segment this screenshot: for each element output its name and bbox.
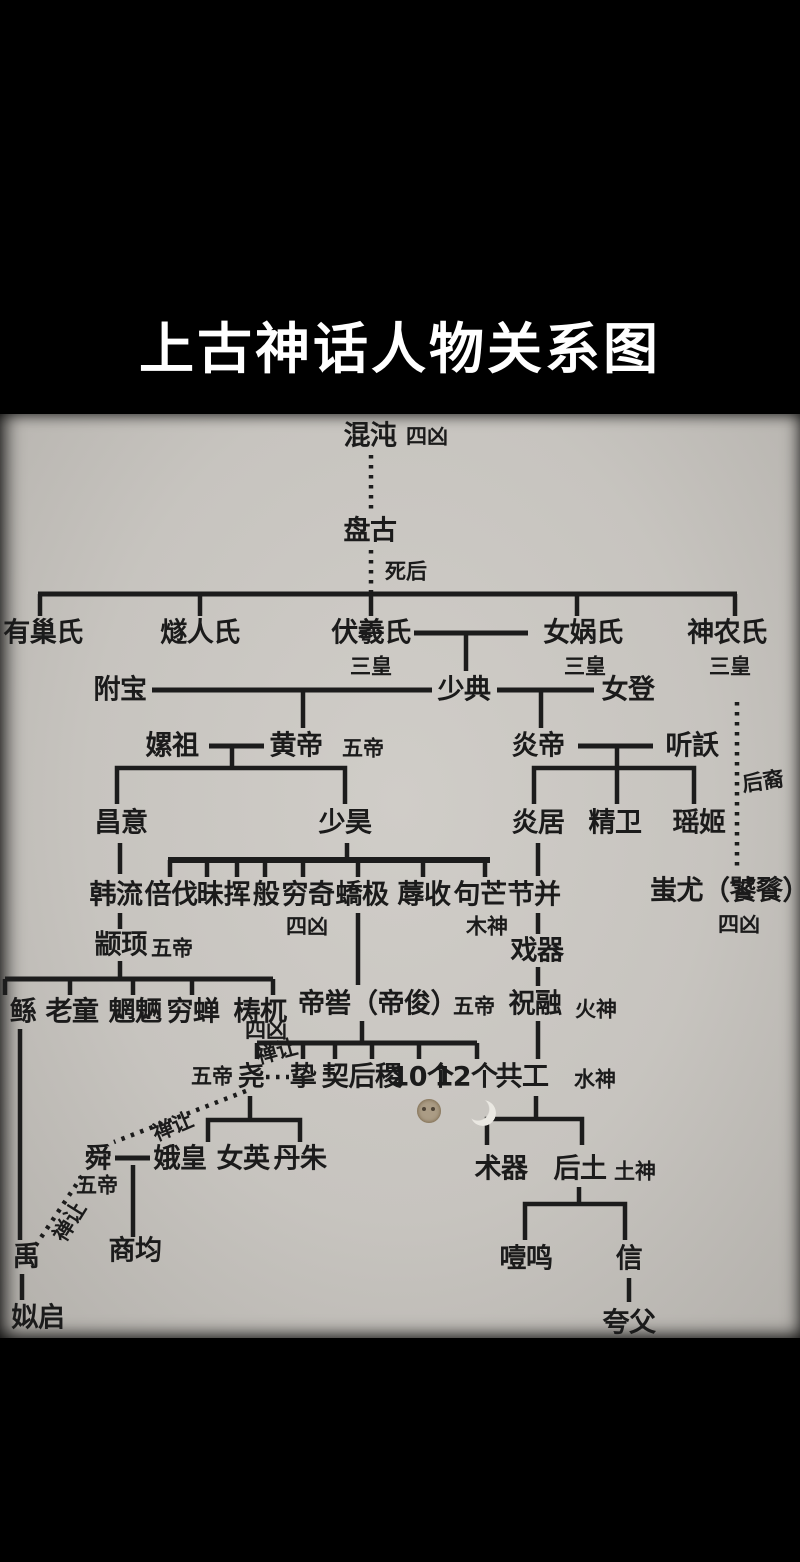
node-nvdeng: 女登 [601, 674, 656, 706]
node-xiqi: 戏器 [510, 935, 565, 967]
node-shun: 舜 [84, 1143, 112, 1175]
node-jingwei: 精卫 [588, 807, 643, 839]
node-rushou: 蓐收 [397, 879, 452, 911]
node-nvying: 女英 [216, 1143, 271, 1175]
node-hanliu: 韩流 [89, 879, 144, 911]
node-sixiong-hundun: 四凶 [406, 424, 448, 449]
node-yanju: 炎居 [511, 807, 566, 839]
node-hundun: 混沌 [343, 420, 398, 452]
node-wangliang: 魍魉 [108, 996, 163, 1028]
node-yandi: 炎帝 [511, 730, 566, 762]
connector-dotted [113, 1088, 247, 1145]
node-yaoji: 瑶姬 [672, 807, 727, 839]
node-leizu: 嫘祖 [145, 730, 200, 762]
node-yao: 尧 [237, 1061, 265, 1093]
crescent-moon-artifact [470, 1100, 496, 1126]
node-shige: 10个 [390, 1061, 454, 1093]
node-huangdi: 黄帝 [269, 730, 324, 762]
node-ehuang: 娥皇 [153, 1143, 208, 1175]
node-wudi-diku: 五帝 [453, 994, 495, 1019]
node-kuafu: 夸父 [602, 1307, 657, 1339]
node-zhurong: 祝融 [508, 988, 563, 1020]
node-shanrang-shun: 禅让 [148, 1107, 197, 1146]
node-houtu: 后土 [553, 1153, 608, 1185]
connector-solid [522, 1201, 628, 1240]
node-houyi: 后裔 [740, 766, 786, 797]
node-fuxishi: 伏羲氏 [331, 617, 411, 649]
node-qi: 契 [321, 1061, 349, 1093]
node-tushen: 土神 [614, 1159, 656, 1184]
node-zhi: 挚 [289, 1061, 317, 1093]
node-sanhuang-shennong: 三皇 [709, 654, 751, 679]
node-diku: 帝喾（帝俊） [298, 988, 458, 1020]
node-danzhu: 丹朱 [273, 1143, 328, 1175]
node-sixiong-taowu: 四凶 [245, 1018, 287, 1043]
node-sanhuang-fuxi: 三皇 [350, 654, 392, 679]
node-yu: 禹 [12, 1241, 40, 1273]
node-qiongqi: 穷奇 [281, 879, 336, 911]
node-suirenshi: 燧人氏 [160, 617, 240, 649]
page-title: 上古神话人物关系图 [138, 317, 661, 381]
node-tingyao: 听訞 [665, 730, 720, 762]
node-mei: 昧 [196, 879, 224, 911]
node-shaohao: 少昊 [318, 807, 373, 839]
node-shuqi: 术器 [474, 1153, 529, 1185]
node-houji: 后稷 [348, 1061, 403, 1093]
node-zhuanxu: 颛顼 [94, 929, 149, 961]
node-shaodian: 少典 [437, 674, 492, 706]
node-yeming: 噎鸣 [499, 1243, 554, 1275]
node-fubao: 附宝 [93, 674, 148, 706]
node-hui: 挥 [223, 879, 251, 911]
node-shanrang-yu: 禅让 [48, 1197, 91, 1246]
connector-solid [531, 765, 697, 804]
node-chiyou: 蚩尤（饕餮） [650, 875, 800, 907]
node-xin: 信 [615, 1243, 643, 1275]
node-sihou: 死后 [385, 559, 427, 584]
node-wudi-huangdi: 五帝 [342, 736, 384, 761]
smiley-face-artifact [417, 1099, 441, 1123]
connector-solid [484, 1116, 585, 1145]
connector-solid [205, 1117, 303, 1142]
node-nvwashi: 女娲氏 [543, 617, 623, 649]
node-beifa: 倍伐 [144, 879, 199, 911]
node-wudi-zhuanxu: 五帝 [151, 936, 193, 961]
node-sixiong-taotie: 四凶 [718, 912, 760, 937]
node-gun: 鲧 [9, 996, 37, 1028]
connector-solid [114, 765, 348, 804]
node-qiongchan: 穷蝉 [166, 996, 221, 1028]
node-siqi: 姒启 [11, 1302, 66, 1334]
node-youchaoshi: 有巢氏 [3, 617, 83, 649]
node-shierge: 12个 [434, 1061, 498, 1093]
node-sanhuang-nvwa: 三皇 [564, 654, 606, 679]
node-shennongshi: 神农氏 [687, 617, 767, 649]
node-changyi: 昌意 [94, 807, 149, 839]
connector-dotted [32, 1174, 84, 1250]
node-taowu: 梼杌 [233, 996, 288, 1028]
node-jiaoji: 蟜极 [335, 879, 390, 911]
node-mushen: 木神 [466, 914, 508, 939]
node-goumang: 句芒 [453, 879, 508, 911]
node-pangu: 盘古 [343, 515, 398, 547]
node-shuishen: 水神 [574, 1067, 616, 1092]
node-shangjun: 商均 [108, 1235, 163, 1267]
node-wudi-yao: 五帝 [191, 1064, 233, 1089]
node-gonggong: 共工 [495, 1061, 550, 1093]
node-sixiong-qiongqi: 四凶 [286, 914, 328, 939]
node-wudi-shun: 五帝 [76, 1173, 118, 1198]
node-huoshen: 火神 [575, 997, 617, 1022]
node-jiebing: 节并 [507, 879, 562, 911]
node-ban: 般 [252, 879, 280, 911]
node-laotong: 老童 [45, 996, 100, 1028]
